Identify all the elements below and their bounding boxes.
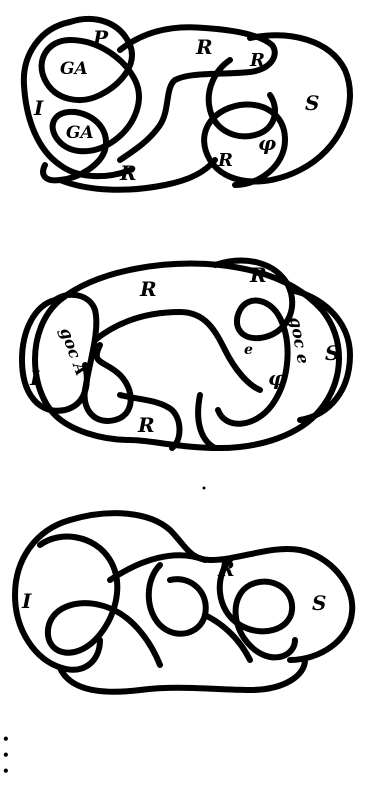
fig3-label-3: S <box>312 591 326 615</box>
strand-3-middle-loop <box>149 565 206 634</box>
margin-mark-3: • <box>2 764 10 778</box>
fig1-label-8: S <box>305 91 319 115</box>
fig2-label-2: R <box>249 263 267 287</box>
strand-3-lower-wave <box>60 660 305 692</box>
fig2-label-8: R <box>137 413 155 437</box>
fig3-label-1: I <box>21 589 32 613</box>
fig1-label-3: R <box>195 35 213 59</box>
fig1-label-9: φ <box>258 131 276 155</box>
margin-mark-1: • <box>2 732 10 746</box>
speck-mark <box>203 487 206 490</box>
fig2-label-1: R <box>139 277 157 301</box>
knot-figure-3: I R S <box>15 513 352 692</box>
fig2-label-7: S <box>325 341 339 365</box>
fig1-label-10: R <box>217 150 233 171</box>
knot-figure-1: P GA R I GA R R S φ R <box>24 19 350 190</box>
knot-figure-2: R R I goc A goc e φ S R e <box>22 261 350 448</box>
fig1-label-6: R <box>119 161 137 185</box>
fig3-label-2: R <box>217 557 235 581</box>
fig2-label-4: goc A <box>56 325 91 378</box>
fig2-label-6: φ <box>268 366 286 390</box>
fig1-label-5: GA <box>66 123 94 143</box>
strand-2-cross <box>198 395 215 448</box>
strand-3-top-band <box>70 513 352 660</box>
fig1-label-1: P <box>92 26 109 50</box>
fig2-label-9: e <box>244 342 253 358</box>
fig2-label-3: I <box>29 366 40 390</box>
margin-mark-2: • <box>2 748 10 762</box>
fig1-label-7: R <box>249 50 265 71</box>
margin-marks: • • • <box>2 732 10 778</box>
fig1-label-2: GA <box>60 59 88 79</box>
fig1-label-4: I <box>33 96 44 120</box>
